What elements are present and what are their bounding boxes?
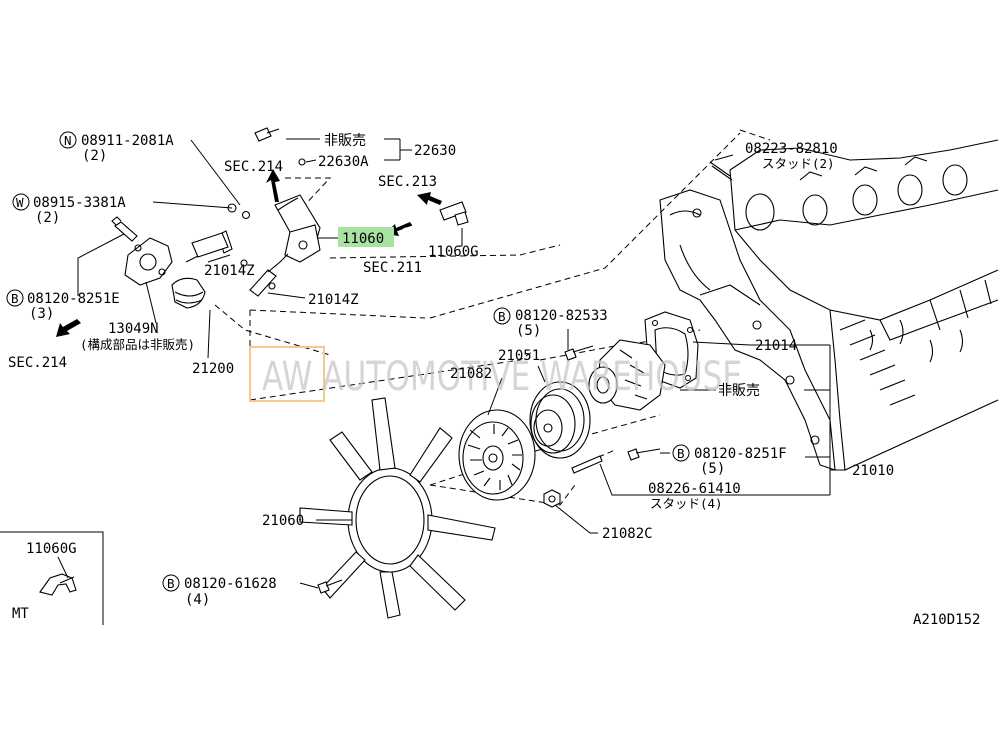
part-08120-8251e-qty: (3)	[29, 306, 54, 322]
part-08120-61628-qty: (4)	[185, 592, 210, 608]
part-21082-label: 21082	[450, 366, 492, 382]
part-08120-8251e-label: 08120-8251E	[27, 291, 120, 307]
part-22630-label: 22630	[414, 143, 456, 159]
watermark-text: AW AUTOMOTIVE WAREHOUSE	[262, 354, 742, 400]
part-21014z-lower-label: 21014Z	[308, 292, 359, 308]
part-08911-label: 08911-2081A	[81, 133, 174, 149]
part-13049n-label: 13049N	[108, 321, 159, 337]
sec-213-ref: SEC.213	[378, 174, 437, 190]
prefix-markers	[6, 131, 690, 592]
part-08120-82533-label: 08120-82533	[515, 308, 608, 324]
mt-inset	[0, 531, 104, 625]
part-08120-8251f-label: 08120-8251F	[694, 446, 787, 462]
stud-4-note: スタッド(4)	[650, 496, 723, 511]
part-13049n-note: (構成部品は非販売)	[80, 337, 195, 352]
sec-214-top-ref: SEC.214	[224, 159, 283, 175]
thermostat-housing	[56, 127, 469, 337]
part-08120-61628-label: 08120-61628	[184, 576, 277, 592]
stud-2-note: スタッド(2)	[762, 156, 835, 171]
part-21010-label: 21010	[852, 463, 894, 479]
part-08915-label: 08915-3381A	[33, 195, 126, 211]
part-highlight	[338, 227, 394, 247]
part-08226-label: 08226-61410	[648, 481, 741, 497]
not-for-sale-mid: 非販売	[718, 383, 760, 399]
engine-block	[659, 139, 999, 471]
part-08915-qty: (2)	[35, 210, 60, 226]
n-prefix-letter: N	[64, 133, 72, 148]
part-21060-label: 21060	[262, 513, 304, 529]
part-08120-8251f-qty: (5)	[700, 461, 725, 477]
part-22630a-label: 22630A	[318, 154, 369, 170]
part-labels: N 08911-2081A (2) W 08915-3381A (2) SEC.…	[8, 133, 980, 628]
b-prefix-letter: B	[677, 446, 685, 461]
part-08911-qty: (2)	[82, 148, 107, 164]
part-21051-label: 21051	[498, 348, 540, 364]
part-11060g-label: 11060G	[428, 244, 479, 260]
water-pump-fan-assembly	[299, 161, 733, 619]
not-for-sale-top: 非販売	[324, 133, 366, 149]
b-prefix-letter: B	[11, 291, 19, 306]
inset-mt-label: MT	[12, 606, 29, 622]
sec-214-bottom-ref: SEC.214	[8, 355, 67, 371]
leader-lines	[77, 138, 846, 589]
part-08223-label: 08223-82810	[745, 141, 838, 157]
part-21014z-upper-label: 21014Z	[204, 263, 255, 279]
part-11060-label: 11060	[342, 231, 384, 247]
w-prefix-letter: W	[16, 195, 24, 210]
figure-code: A210D152	[913, 612, 980, 628]
watermark: AW AUTOMOTIVE WAREHOUSE	[249, 346, 742, 402]
part-21200-label: 21200	[192, 361, 234, 377]
part-21082c-label: 21082C	[602, 526, 653, 542]
part-08120-82533-qty: (5)	[516, 323, 541, 339]
b-prefix-letter: B	[167, 576, 175, 591]
part-21014-label: 21014	[755, 338, 797, 354]
inset-part-label: 11060G	[26, 541, 77, 557]
sec-211-ref: SEC.211	[363, 260, 422, 276]
b-prefix-letter: B	[498, 309, 506, 324]
